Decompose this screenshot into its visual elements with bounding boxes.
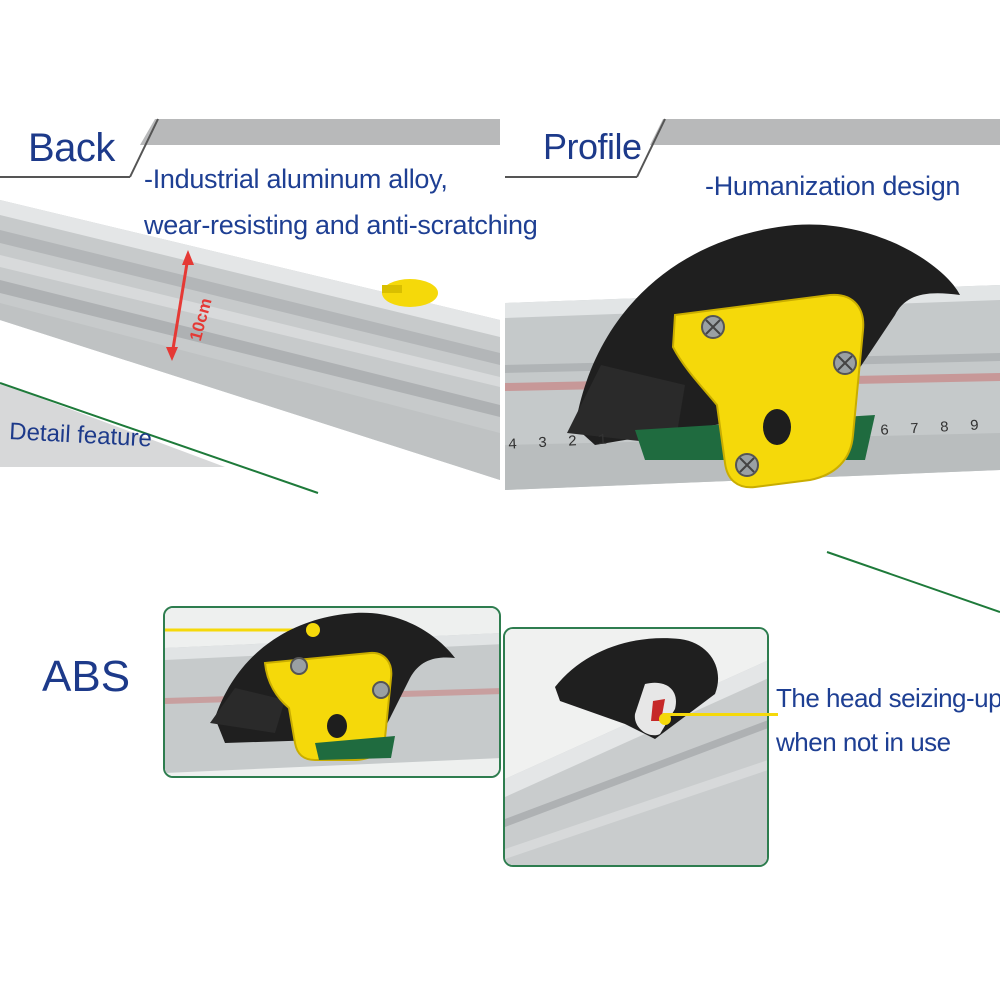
screw-icon	[833, 351, 857, 375]
screw-icon	[290, 657, 308, 675]
back-rail-photo	[0, 115, 500, 494]
profile-feature: -Humanization design	[705, 171, 961, 201]
screw-icon	[735, 453, 759, 477]
pointer-line	[663, 713, 778, 716]
back-feature-line2: wear-resisting and anti-scratching	[144, 210, 538, 240]
back-feature-line1: -Industrial aluminum alloy,	[144, 164, 448, 194]
head-caption-line1: The head seizing-up	[776, 683, 1000, 713]
abs-title: ABS	[42, 652, 131, 701]
abs-inset-photo	[163, 606, 501, 778]
screw-icon	[701, 315, 725, 339]
head-caption-line2: when not in use	[776, 727, 951, 757]
head-inset-photo	[503, 627, 769, 867]
profile-cutter-photo	[505, 115, 1000, 613]
back-title: Back	[28, 126, 115, 170]
dimension-arrow-icon	[166, 250, 194, 361]
profile-title: Profile	[543, 126, 642, 167]
screw-icon	[372, 681, 390, 699]
